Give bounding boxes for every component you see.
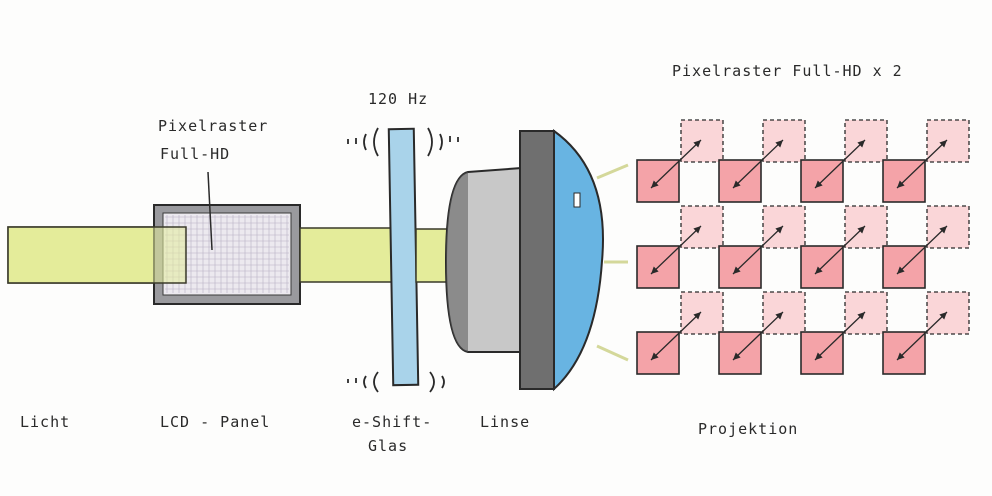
arrow-head (693, 312, 701, 320)
shift-arrow (732, 311, 784, 361)
arrow-head (897, 266, 905, 274)
shift-arrow (650, 311, 702, 361)
shift-arrow (814, 139, 866, 189)
label-eshift-2: Glas (368, 437, 409, 455)
shift-arrow (732, 139, 784, 189)
shifted-pixel (680, 205, 724, 249)
arrow-head (939, 226, 947, 234)
arrow-head (939, 312, 947, 320)
solid-pixel (718, 159, 762, 203)
shifted-pixel (926, 119, 970, 163)
shifted-pixel (926, 291, 970, 335)
label-projection: Projektion (698, 420, 799, 438)
arrow-head (815, 266, 823, 274)
arrow-head (815, 180, 823, 188)
shifted-pixel (926, 205, 970, 249)
shifted-pixel (762, 205, 806, 249)
projection-rays (596, 163, 629, 362)
arrow-head (693, 140, 701, 148)
shifted-pixel (762, 119, 806, 163)
light-beam-middle (299, 227, 393, 283)
projection-grid (636, 119, 970, 375)
shift-arrow (896, 139, 948, 189)
lcd-panel (7, 204, 301, 305)
arrow-head (651, 352, 659, 360)
arrow-head (651, 266, 659, 274)
arrow-head (733, 352, 741, 360)
arrow-head (775, 312, 783, 320)
arrow-head (775, 226, 783, 234)
label-frequency: 120 Hz (368, 90, 429, 108)
shift-arrow (896, 225, 948, 275)
arrow-head (733, 180, 741, 188)
shift-arrow (732, 225, 784, 275)
shifted-pixel (680, 291, 724, 335)
label-pixel-grid-1: Pixelraster (158, 117, 269, 135)
shifted-pixel (844, 119, 888, 163)
label-lens: Linse (480, 413, 531, 431)
arrow-head (897, 180, 905, 188)
lens (444, 129, 604, 392)
arrow-head (693, 226, 701, 234)
arrow-head (897, 352, 905, 360)
shifted-pixel (844, 205, 888, 249)
label-projection-grid: Pixelraster Full-HD x 2 (672, 62, 903, 80)
arrow-head (651, 180, 659, 188)
arrow-head (733, 266, 741, 274)
label-eshift-1: e-Shift- (352, 413, 433, 431)
shift-arrow (814, 225, 866, 275)
label-lcd-panel: LCD - Panel (160, 413, 271, 431)
arrow-head (857, 140, 865, 148)
pixel-grid-pointer (207, 171, 213, 251)
shift-arrow (650, 139, 702, 189)
shift-arrow (814, 311, 866, 361)
label-light: Licht (20, 413, 71, 431)
label-pixel-grid-2: Full-HD (160, 145, 231, 163)
shift-arrow (650, 225, 702, 275)
shifted-pixel (680, 119, 724, 163)
shifted-pixel (762, 291, 806, 335)
arrow-head (939, 140, 947, 148)
eshift-glass (387, 127, 420, 387)
shift-arrow (896, 311, 948, 361)
arrow-head (857, 312, 865, 320)
shifted-pixel (844, 291, 888, 335)
arrow-head (815, 352, 823, 360)
arrow-head (775, 140, 783, 148)
arrow-head (857, 226, 865, 234)
vibration-marks (347, 127, 459, 393)
